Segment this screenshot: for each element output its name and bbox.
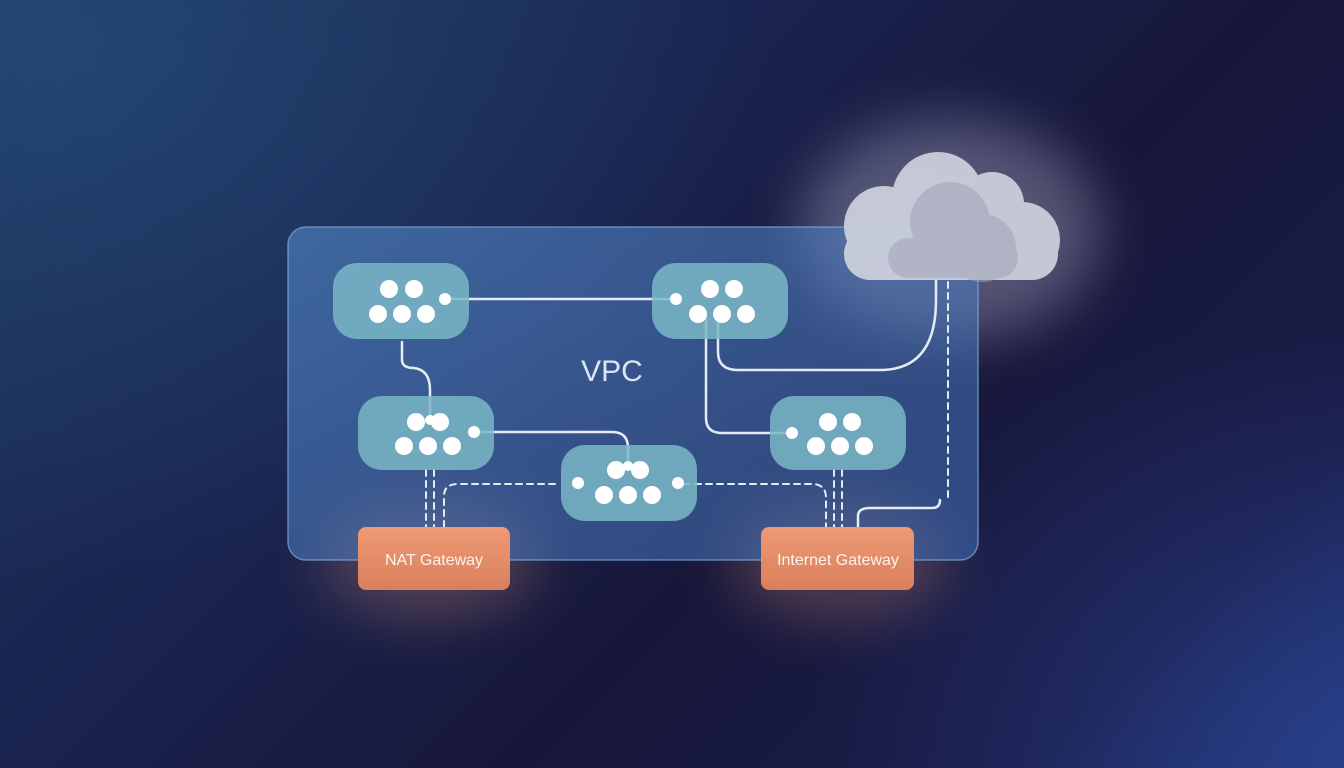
- subnet-node-4: [770, 396, 906, 470]
- link-igw-cloud: [856, 498, 942, 529]
- nat-gateway: NAT Gateway: [358, 527, 510, 590]
- internet-gateway-label: Internet Gateway: [777, 552, 899, 569]
- subnet-node-1: [333, 263, 469, 339]
- internet-gateway: Internet Gateway: [761, 527, 914, 590]
- node-cluster-icon: [358, 396, 494, 470]
- link-node2-cloud: [716, 278, 938, 372]
- connections: [400, 278, 942, 529]
- nat-gateway-label: NAT Gateway: [385, 552, 483, 569]
- node-cluster-icon: [652, 263, 788, 339]
- internet-gateway-box: [761, 527, 914, 590]
- link-node2-node4: [704, 312, 794, 435]
- node-cluster-icon: [770, 396, 906, 470]
- node-cluster-icon: [561, 445, 697, 521]
- cloud-icon: [844, 152, 1060, 282]
- node-cluster-icon: [333, 263, 469, 339]
- subnet-node-3: [358, 396, 494, 470]
- vpc-label: VPC: [581, 355, 643, 388]
- subnet-node-5: [561, 445, 697, 521]
- subnet-node-2: [652, 263, 788, 339]
- link-node1-node3: [400, 340, 432, 420]
- dashed-connections: [425, 281, 949, 528]
- nat-gateway-box: [358, 527, 510, 590]
